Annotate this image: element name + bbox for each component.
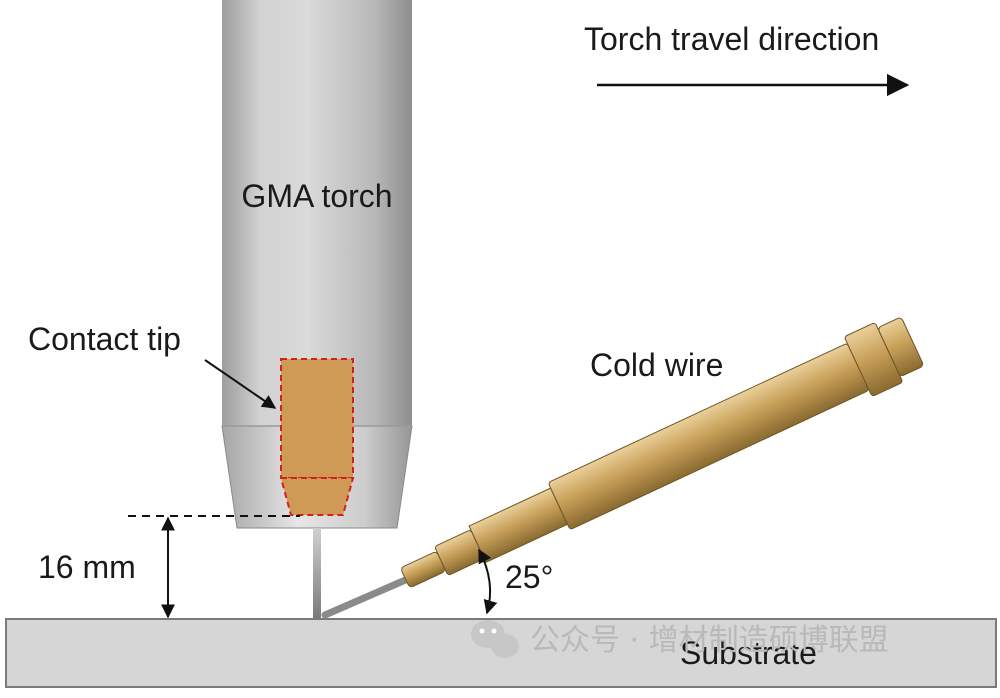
watermark: 公众号 · 增材制造硕博联盟 — [471, 620, 889, 658]
cold-wire-label: Cold wire — [590, 347, 723, 383]
distance-label: 16 mm — [38, 549, 136, 585]
travel-direction-label: Torch travel direction — [584, 21, 879, 57]
substrate-label: Substrate — [680, 635, 817, 671]
distance-dimension — [128, 515, 300, 619]
cold-wire-assembly — [321, 317, 924, 619]
wechat-icon — [471, 620, 519, 658]
torch-wire — [313, 528, 321, 618]
angle-label: 25° — [505, 559, 553, 595]
contact-tip-label: Contact tip — [28, 321, 181, 357]
contact-tip — [279, 358, 355, 516]
contact-tip-leader — [204, 359, 277, 409]
gma-torch — [221, 0, 413, 529]
angle-arc — [478, 548, 498, 615]
torch-label: GMA torch — [241, 178, 392, 214]
watermark-text: 公众号 · 增材制造硕博联盟 — [530, 623, 889, 658]
